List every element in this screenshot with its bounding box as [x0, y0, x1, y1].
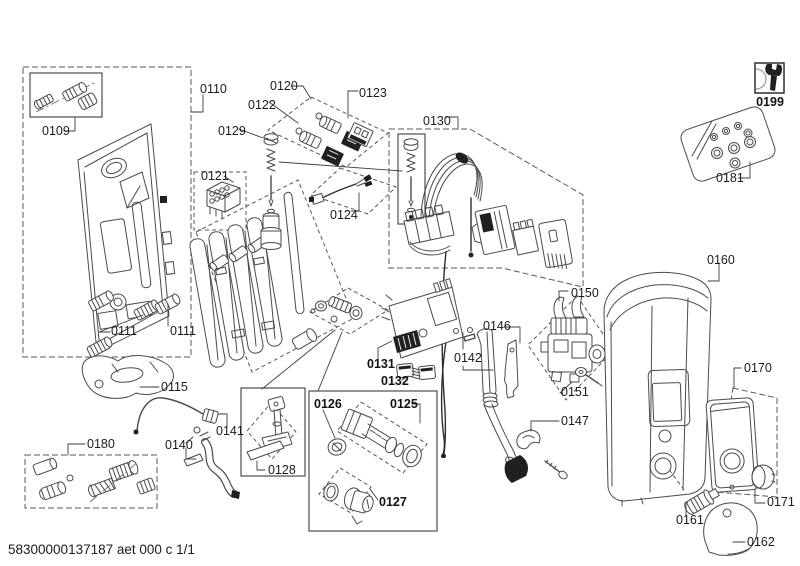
part-label-0151: 0151: [561, 385, 589, 399]
part-0140-hose: [183, 426, 240, 499]
part-0146-pipe: [476, 328, 519, 408]
part-label-0170: 0170: [744, 361, 772, 375]
part-0127-plug: [323, 482, 374, 525]
part-0170-panel-plate: [705, 397, 760, 493]
part-label-0141: 0141: [216, 424, 244, 438]
part-0111-fittings: [86, 290, 181, 358]
part-0160-front-cover: [603, 271, 712, 507]
part-0161-plug: [667, 467, 720, 515]
part-label-0128: 0128: [268, 463, 296, 477]
part-outlet-hose: [483, 403, 528, 483]
part-label-0140: 0140: [165, 438, 193, 452]
wrench-icon: [755, 64, 783, 91]
part-label-0142: 0142: [454, 351, 482, 365]
group-diamond-0120: [267, 96, 389, 168]
part-0121-terminal-block: [206, 181, 241, 219]
part-label-0162: 0162: [747, 535, 775, 549]
part-label-0126: 0126: [314, 397, 342, 411]
part-label-0122: 0122: [248, 98, 276, 112]
group-diamond-flow-parts: [309, 287, 389, 335]
part-label-0123: 0123: [359, 86, 387, 100]
part-label-0125: 0125: [390, 397, 418, 411]
part-label-0171: 0171: [767, 495, 795, 509]
part-0132-ribbon-connector: [396, 362, 436, 381]
part-0128-sensor: [246, 396, 293, 461]
part-label-0115: 0115: [161, 380, 188, 394]
part-label-0150: 0150: [571, 286, 599, 300]
part-label-0199: 0199: [756, 95, 784, 109]
part-0125-valve-insert: [340, 408, 422, 468]
part-label-0160: 0160: [707, 253, 735, 267]
callout-labels: 0109 0110 0120 0122 0123 0129 0130 0121 …: [42, 79, 795, 549]
part-label-0121: 0121: [201, 169, 229, 183]
kit-box-0128: [240, 387, 306, 477]
part-label-0131: 0131: [367, 357, 395, 371]
part-heat-exchanger: [189, 191, 318, 368]
part-0180-fitting-set: [32, 457, 156, 503]
document-number: 58300000137187 aet 000 c 1/1: [8, 542, 195, 557]
group-box-0170: [715, 387, 778, 498]
part-0181-seal-bag: [680, 106, 776, 182]
part-label-0124: 0124: [330, 208, 358, 222]
part-label-0120: 0120: [270, 79, 298, 93]
part-0115-bracket: [81, 355, 174, 399]
group-box-0180: [24, 454, 158, 509]
part-0126-cap: [327, 438, 347, 456]
part-flow-sensor-bits: [261, 296, 363, 392]
callout-leader-lines: [63, 85, 766, 543]
part-0124-cable: [309, 174, 373, 205]
part-0110-back-panel: [77, 123, 176, 353]
group-diamond-0124: [310, 167, 397, 215]
service-kit-icon: [754, 62, 785, 94]
group-diamond-0150: [527, 295, 615, 401]
group-box-0130: [388, 128, 584, 288]
group-diamond-0121: [193, 171, 247, 231]
part-label-0132: 0132: [381, 374, 409, 388]
part-0147-clamp-screw: [516, 429, 568, 480]
part-label-0181: 0181: [716, 171, 744, 185]
part-label-0180: 0180: [87, 437, 115, 451]
part-label-0147: 0147: [561, 414, 589, 428]
part-label-0127: 0127: [379, 495, 407, 509]
part-0142-clip-and-wire: [440, 327, 476, 458]
part-label-0109: 0109: [42, 124, 70, 138]
part-0150-valve-assembly: [540, 295, 606, 383]
part-label-0111-left: 0111: [111, 324, 137, 338]
part-label-0129: 0129: [218, 124, 246, 138]
part-label-0146: 0146: [483, 319, 511, 333]
part-0109-screw-set: [33, 81, 98, 110]
part-0131-pcb: [381, 278, 464, 359]
part-label-0161: 0161: [676, 513, 704, 527]
part-label-0111-right: 0111: [170, 324, 196, 338]
part-0141-wire: [133, 397, 219, 435]
part-0151-screw: [575, 367, 603, 387]
part-0130-harness-kit: [397, 133, 573, 458]
part-0171-knob: [751, 464, 776, 490]
part-0120-valve-group: [295, 112, 374, 167]
part-label-0110: 0110: [200, 82, 227, 96]
part-0129-cap-spring-pin: [260, 133, 403, 250]
part-label-0130: 0130: [423, 114, 451, 128]
